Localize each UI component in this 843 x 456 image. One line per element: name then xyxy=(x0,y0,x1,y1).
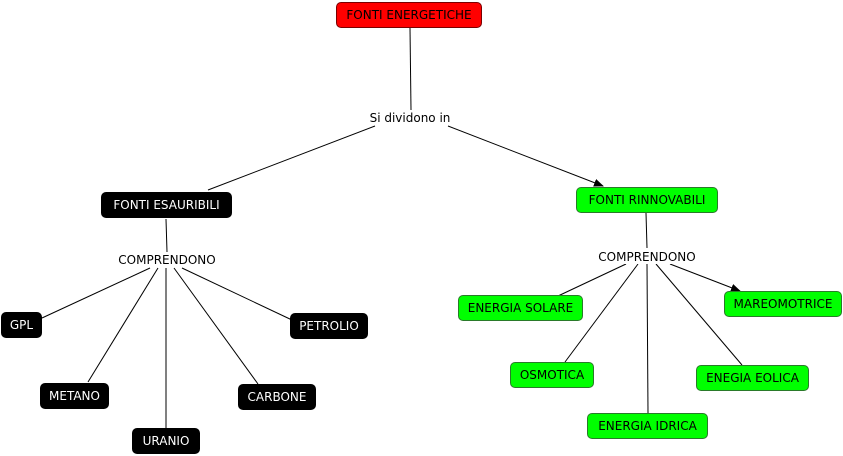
node-energia-solare[interactable]: ENERGIA SOLARE xyxy=(458,295,583,321)
edge-to-carbone xyxy=(173,267,259,385)
edge-to-mareomotrice xyxy=(669,263,741,292)
edge-to-metano xyxy=(87,267,159,383)
edge-to-idrica xyxy=(646,263,649,414)
node-uranio[interactable]: URANIO xyxy=(132,428,200,454)
node-fonti-energetiche[interactable]: FONTI ENERGETICHE xyxy=(336,2,482,28)
edge-esauribili-to-comprendono xyxy=(165,218,168,253)
edge-to-solare xyxy=(557,263,627,297)
node-osmotica[interactable]: OSMOTICA xyxy=(510,362,594,388)
node-mareomotrice[interactable]: MAREOMOTRICE xyxy=(724,291,842,317)
edge-link-to-esauribili xyxy=(207,125,376,191)
node-metano[interactable]: METANO xyxy=(40,383,109,409)
edge-to-gpl xyxy=(41,267,151,319)
node-fonti-esauribili[interactable]: FONTI ESAURIBILI xyxy=(101,192,232,218)
link-label-comprendono-esauribili: COMPRENDONO xyxy=(116,253,218,267)
edge-root-to-link xyxy=(409,27,412,111)
link-label-comprendono-rinnovabili: COMPRENDONO xyxy=(596,250,698,264)
node-energia-idrica[interactable]: ENERGIA IDRICA xyxy=(587,413,708,439)
node-carbone[interactable]: CARBONE xyxy=(238,384,316,410)
node-gpl[interactable]: GPL xyxy=(1,312,42,338)
edge-rinnovabili-to-comprendono xyxy=(645,212,648,249)
node-petrolio[interactable]: PETROLIO xyxy=(290,313,368,339)
edge-to-osmotica xyxy=(564,263,639,363)
node-enegia-eolica[interactable]: ENEGIA EOLICA xyxy=(696,365,809,391)
node-fonti-rinnovabili[interactable]: FONTI RINNOVABILI xyxy=(576,187,718,213)
edge-to-petrolio xyxy=(181,267,293,321)
edge-to-eolica xyxy=(655,263,743,366)
edge-link-to-rinnovabili xyxy=(447,125,604,187)
link-label-si-dividono-in: Si dividono in xyxy=(367,111,453,125)
